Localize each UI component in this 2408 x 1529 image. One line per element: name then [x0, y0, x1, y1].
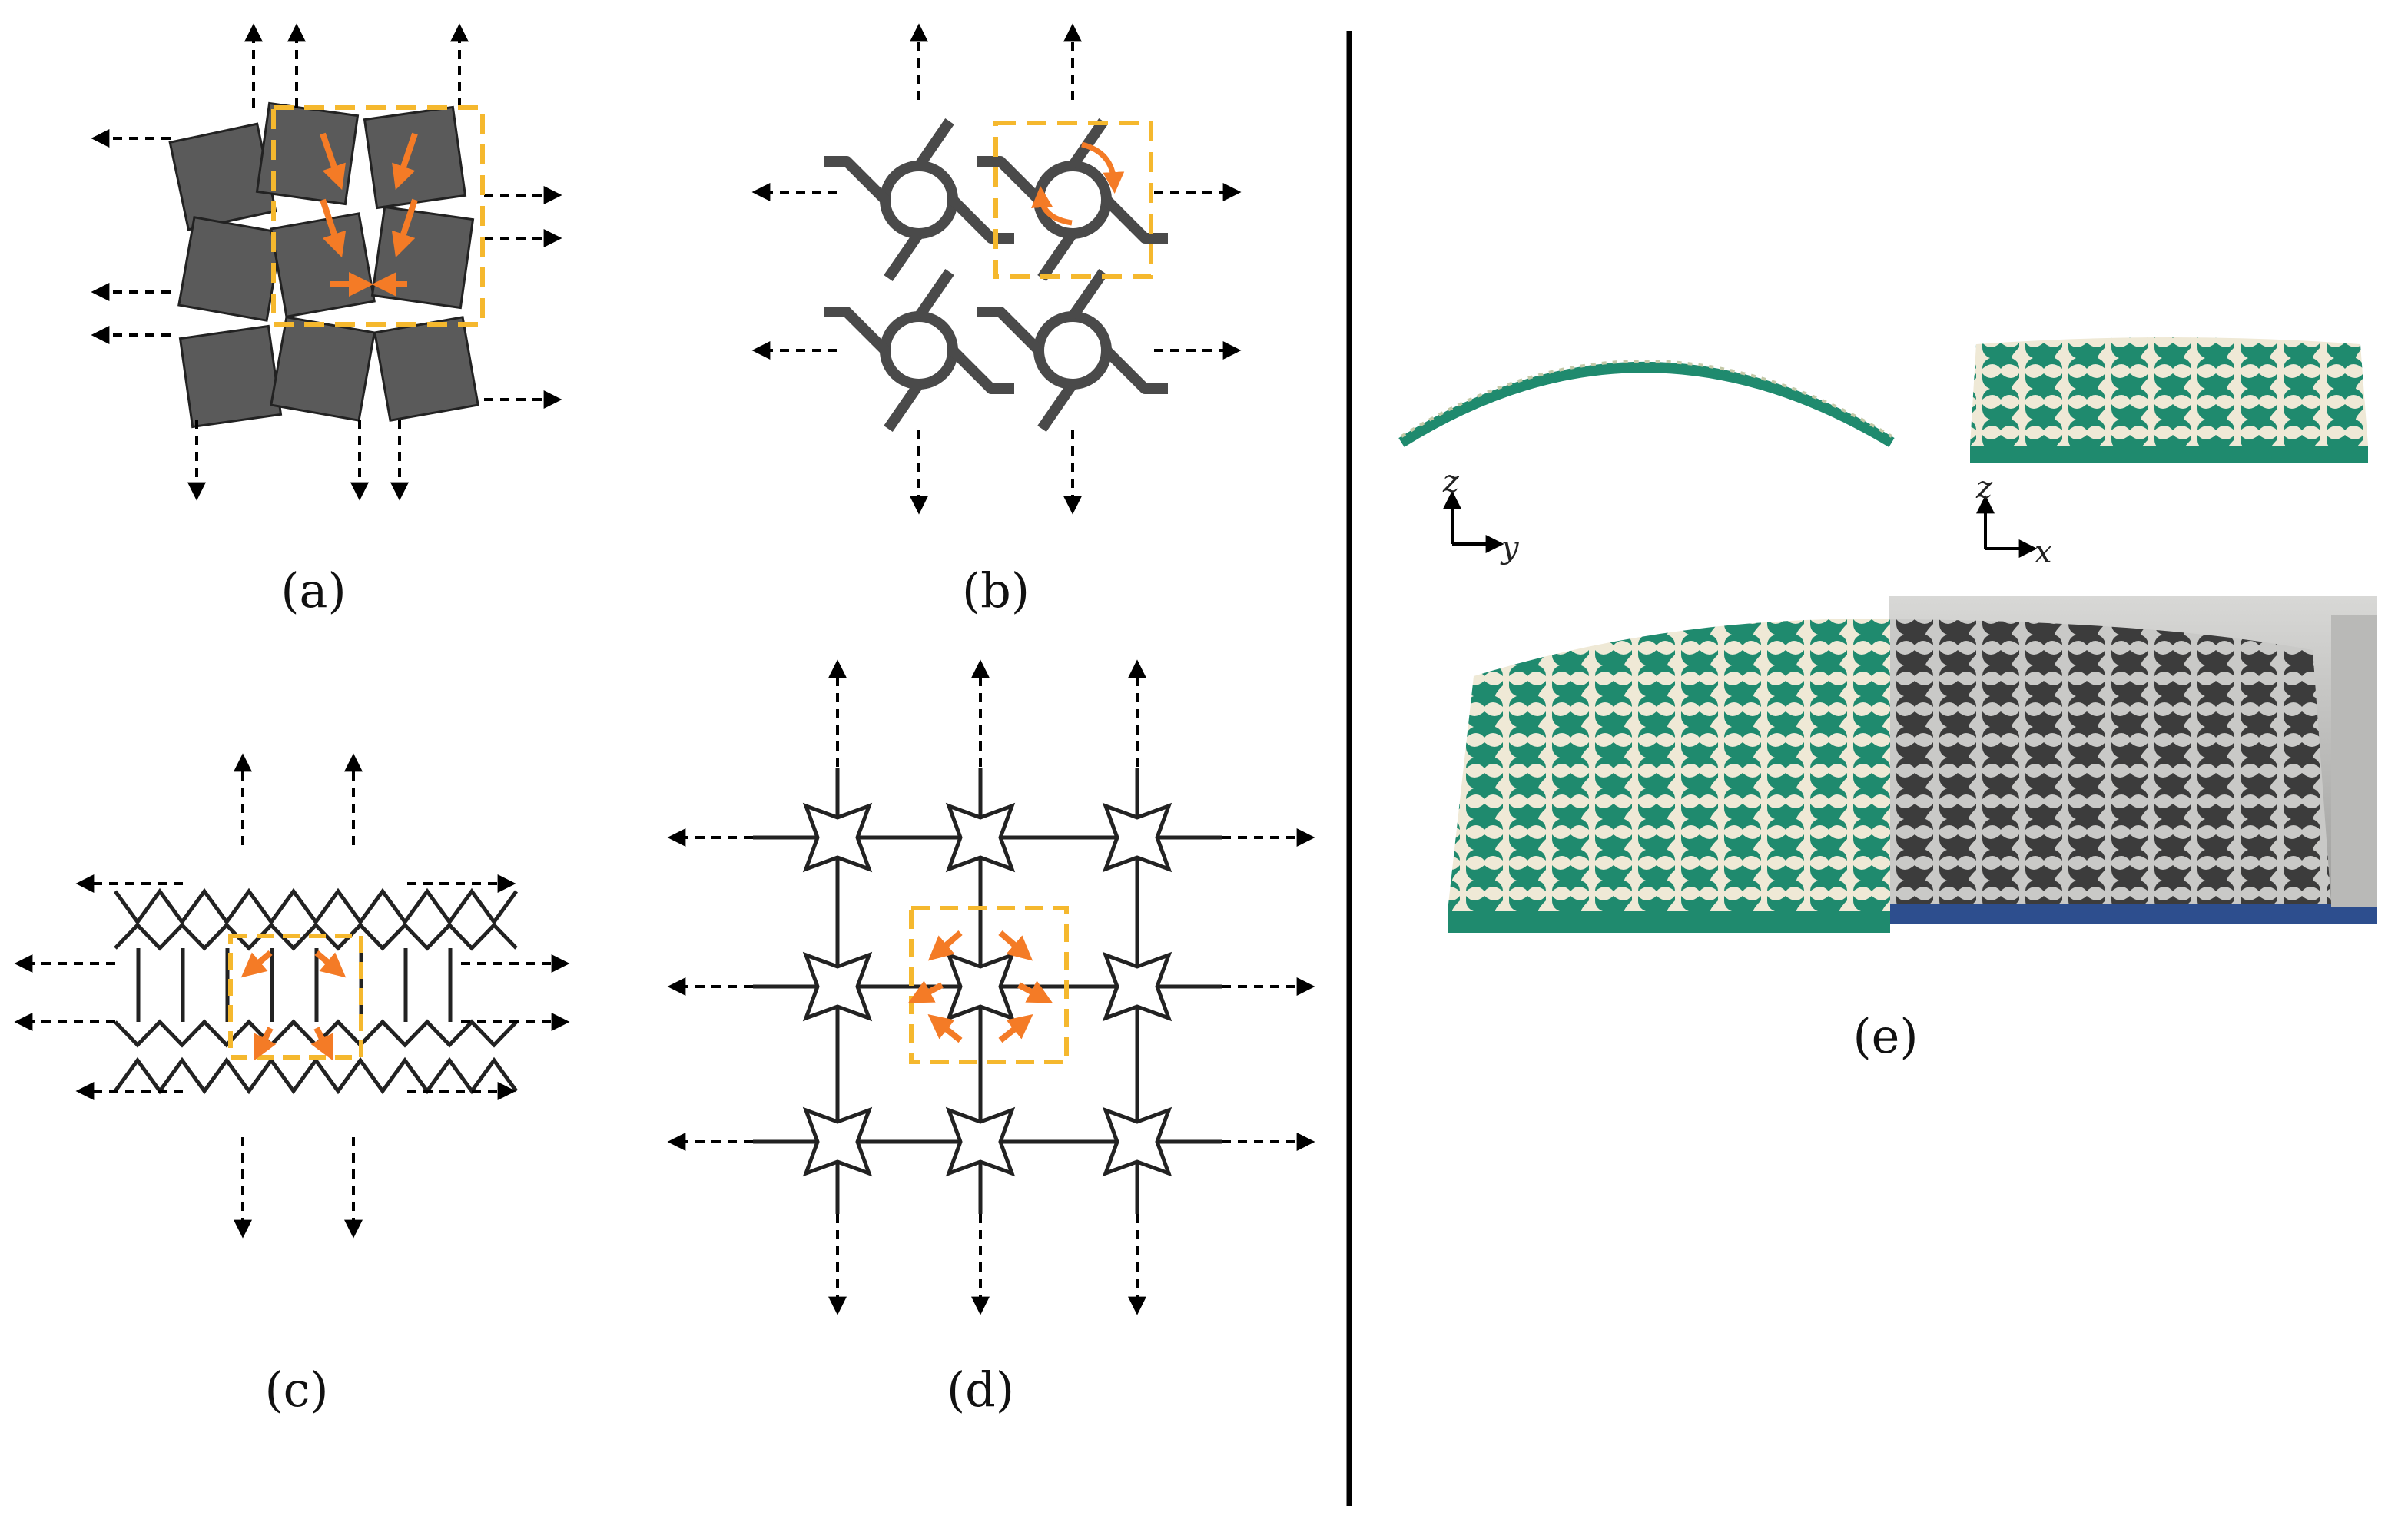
star-node [1102, 1106, 1172, 1177]
rotation-arrow-icon [927, 930, 963, 961]
star-node [802, 1106, 873, 1177]
axis-zx: z x [1975, 470, 2052, 570]
reentrant-strut [114, 922, 518, 951]
rigid-square-block [270, 212, 376, 318]
chiral-ligament [977, 269, 1168, 432]
shell-render-photo-comparison [1448, 596, 2377, 933]
panel-label-a: (a) [280, 562, 346, 619]
reentrant-strut [113, 1056, 519, 1095]
panel-a-rotating-squares [91, 23, 562, 501]
chiral-ring [880, 311, 958, 390]
rotation-arrow-icon [998, 930, 1033, 961]
rotation-arrow-icon [998, 1014, 1033, 1043]
rotation-arrow-icon [1017, 980, 1053, 1003]
star-node [945, 802, 1016, 873]
panel-c-reentrant-lattice [14, 753, 570, 1239]
rigid-square-block [373, 316, 479, 422]
shell-front-view [1970, 337, 2368, 446]
rotation-arrows-b [1031, 141, 1125, 226]
chiral-ligament [824, 269, 1014, 432]
rotation-arrow-icon [320, 198, 347, 258]
rotation-arrow-icon [907, 980, 944, 1003]
rotation-arrows-c [240, 950, 347, 1061]
star-node [1102, 802, 1172, 873]
star-node [1102, 951, 1172, 1022]
reentrant-strut [113, 887, 519, 926]
panel-d-star-lattice [667, 659, 1315, 1315]
rotation-arrows-a [320, 132, 418, 297]
chiral-ring [1033, 311, 1112, 390]
unit-cell-box-a [271, 105, 485, 327]
reentrant-strut [114, 1019, 518, 1048]
panel-e-auxetic-shell: z y z x (e) [1398, 337, 2377, 1064]
axis-label-z-side: z [1442, 464, 1460, 499]
panel-label-e: (e) [1852, 1008, 1918, 1064]
chiral-ring [880, 161, 958, 239]
rotation-arrow-icon [320, 132, 346, 191]
rotation-arrow-icon [391, 198, 418, 258]
axis-zy: z y [1442, 464, 1520, 565]
rotation-arrow-icon [927, 1014, 963, 1043]
panel-label-c: (c) [264, 1362, 328, 1418]
rigid-square-block [363, 105, 467, 210]
rigid-square-block [270, 316, 376, 422]
rotation-arrows-d [907, 930, 1053, 1043]
axis-label-x: x [2035, 535, 2052, 570]
unit-cell-box-b [993, 121, 1153, 279]
unit-cell-box-c [228, 934, 363, 1060]
photo-base [1890, 904, 2377, 924]
axis-label-y: y [1500, 530, 1520, 565]
rotation-arrow-icon [392, 132, 418, 191]
rigid-square-block [370, 205, 475, 310]
chiral-ligament [824, 118, 1014, 281]
star-node [802, 951, 873, 1022]
star-node [802, 802, 873, 873]
panel-label-d: (d) [947, 1362, 1014, 1418]
shell-side-view [1398, 362, 1895, 448]
rigid-square-block [177, 216, 284, 322]
panel-label-b: (b) [962, 562, 1030, 619]
rigid-square-block [178, 324, 283, 429]
chiral-ring [1033, 161, 1112, 239]
shell-render [1448, 619, 1890, 911]
shell-photo [1890, 619, 2331, 911]
chiral-ligament [977, 118, 1168, 281]
axis-label-z-front: z [1975, 470, 1993, 506]
star-node [945, 1106, 1016, 1177]
